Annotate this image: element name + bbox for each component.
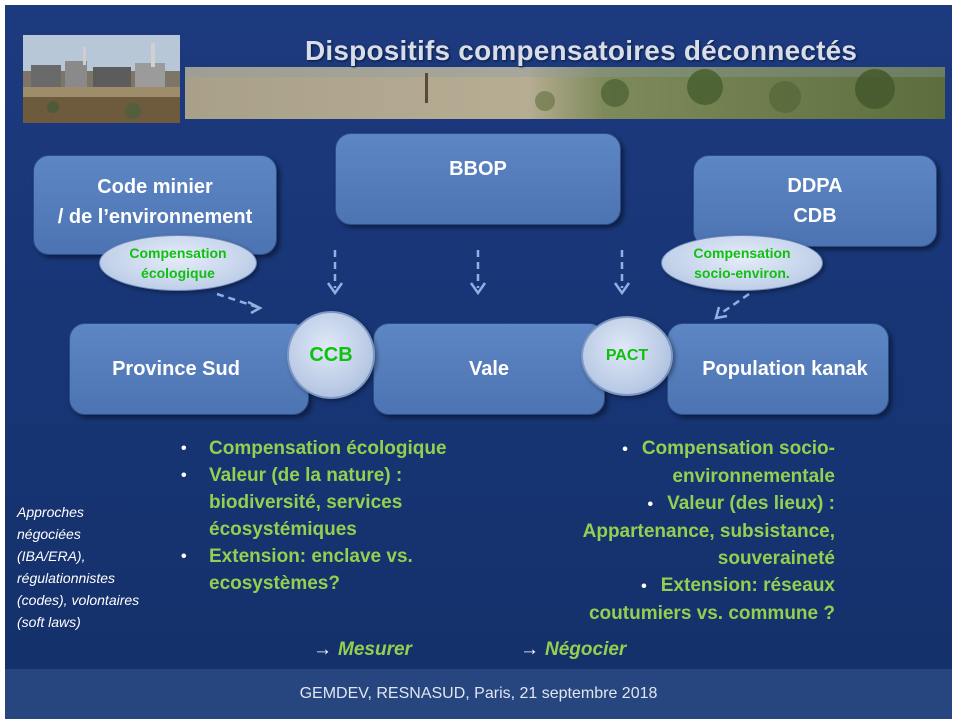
bullet-left-item: • Compensation écologique — [177, 435, 467, 462]
bullet-right-item: • Compensation socio-environnementale — [545, 435, 835, 490]
arrow-right-icon: → — [520, 639, 539, 660]
circle-pact: PACT — [581, 316, 673, 396]
box-vale-label: Vale — [468, 358, 510, 380]
bullet-left-item: • Extension: enclave vs. ecosystèmes? — [177, 543, 467, 597]
slide-title: Dispositifs compensatoires déconnectés — [305, 35, 858, 66]
arrow-right-icon: → — [313, 639, 332, 660]
bullet-left-text: Valeur (de la nature) : biodiversité, se… — [209, 465, 403, 540]
bullet-right-item: •Extension: réseaux coutumiers vs. commu… — [545, 572, 835, 627]
ellipse-left-label: Compensation écologique — [129, 245, 227, 281]
bullet-dot: • — [181, 440, 187, 457]
arrow-mesurer: → Mesurer — [313, 639, 412, 661]
circle-ccb-label: CCB — [309, 343, 353, 366]
bullet-right-text: Valeur (des lieux) : Appartenance, subsi… — [582, 493, 835, 569]
box-ddpa-cdb-label: DDPA CDB — [787, 175, 843, 227]
bullet-dot: • — [641, 578, 647, 595]
bullet-dot: • — [622, 441, 628, 458]
circle-ccb: CCB — [287, 311, 375, 399]
industrial-site-photo — [23, 35, 180, 123]
arrow-negocier: → Négocier — [520, 639, 626, 661]
circle-pact-label: PACT — [605, 347, 649, 364]
ellipse-compensation-socio: Compensation socio-environ. — [661, 235, 823, 291]
bullet-dot: • — [181, 467, 187, 484]
arrow-mesurer-label: Mesurer — [338, 639, 412, 660]
bullet-left-text: Compensation écologique — [209, 438, 447, 459]
arrow-negocier-label: Négocier — [545, 639, 627, 660]
box-code-minier-label: Code minier / de l’environnement — [57, 176, 253, 228]
slide: Dispositifs compensatoires déconnectés C… — [5, 5, 952, 719]
landscape-photo — [185, 67, 945, 119]
bullets-right: •Compensation socio-environnementale •Va… — [545, 435, 835, 627]
box-ddpa-cdb: DDPA CDB — [693, 155, 937, 247]
bullet-right-text: Extension: réseaux coutumiers vs. commun… — [588, 575, 835, 624]
ellipse-compensation-ecologique: Compensation écologique — [99, 235, 257, 291]
box-bbop-label: BBOP — [449, 158, 507, 180]
ellipse-right-label: Compensation socio-environ. — [693, 245, 791, 281]
bullet-left-text: Extension: enclave vs. ecosystèmes? — [209, 546, 413, 594]
bullet-left-item: • Valeur (de la nature) : biodiversité, … — [177, 462, 467, 543]
bullet-right-text: Compensation socio-environnementale — [641, 438, 835, 487]
box-province-sud-label: Province Sud — [112, 358, 240, 380]
footer: GEMDEV, RESNASUD, Paris, 21 septembre 20… — [5, 669, 952, 719]
bullet-dot: • — [181, 548, 187, 565]
box-bbop: BBOP — [335, 133, 621, 225]
side-note: Approches négociées (IBA/ERA), régulatio… — [17, 504, 140, 630]
box-vale: Vale — [373, 323, 605, 415]
bullet-right-item: •Valeur (des lieux) : Appartenance, subs… — [545, 490, 835, 572]
box-province-sud: Province Sud — [69, 323, 309, 415]
box-population-kanak-label: Population kanak — [702, 358, 868, 380]
bullet-dot: • — [647, 496, 654, 513]
box-population-kanak: Population kanak — [667, 323, 889, 415]
bullets-left: • Compensation écologique • Valeur (de l… — [177, 435, 467, 597]
